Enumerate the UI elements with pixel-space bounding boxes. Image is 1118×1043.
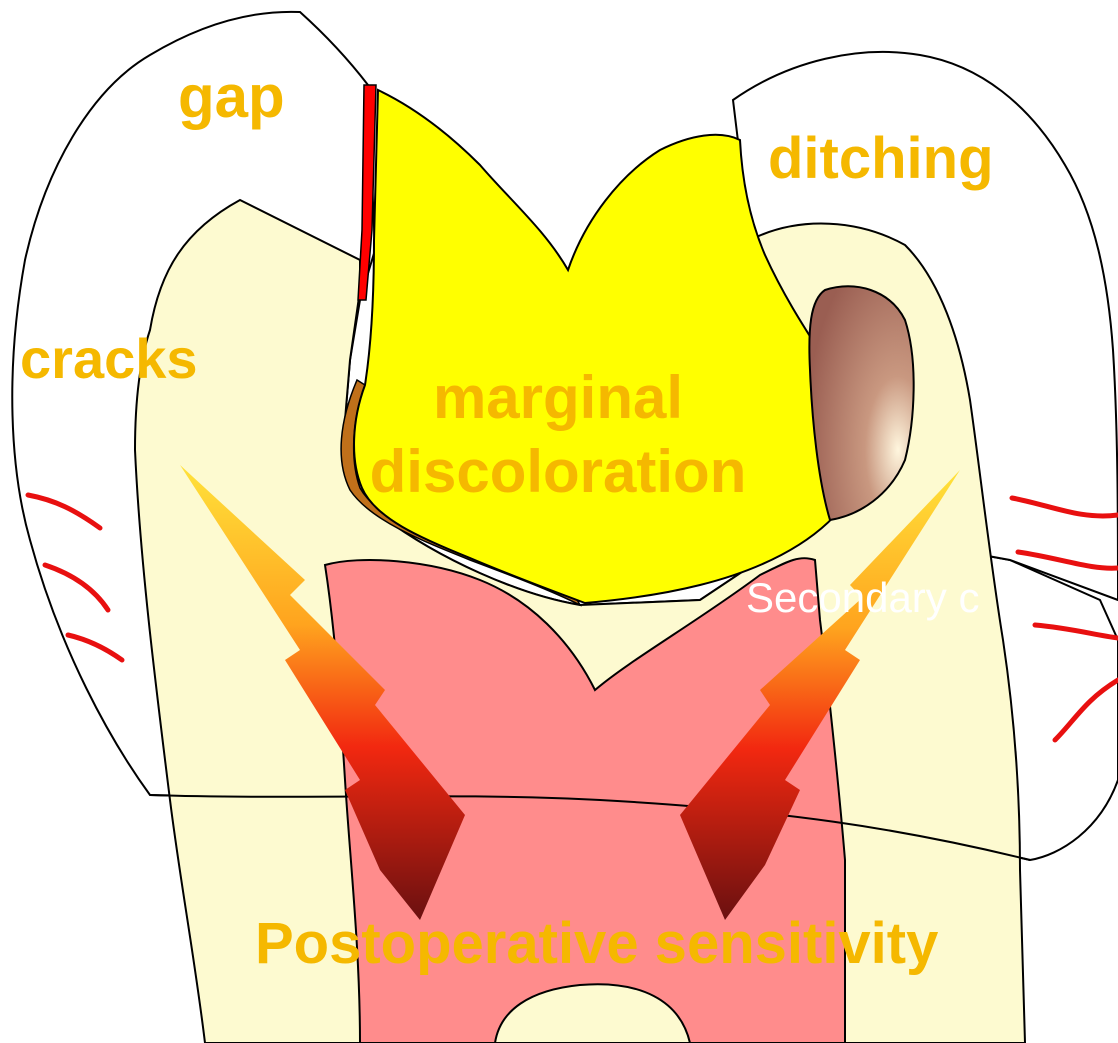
label-ditching: ditching <box>768 126 994 191</box>
label-discoloration: discoloration <box>370 438 747 505</box>
label-cracks: cracks <box>20 327 198 390</box>
label-postoperative-sensitivity: Postoperative sensitivity <box>255 911 938 976</box>
label-marginal: marginal <box>433 364 683 431</box>
label-secondary-caries: Secondary c <box>746 574 979 621</box>
label-gap: gap <box>178 63 285 130</box>
